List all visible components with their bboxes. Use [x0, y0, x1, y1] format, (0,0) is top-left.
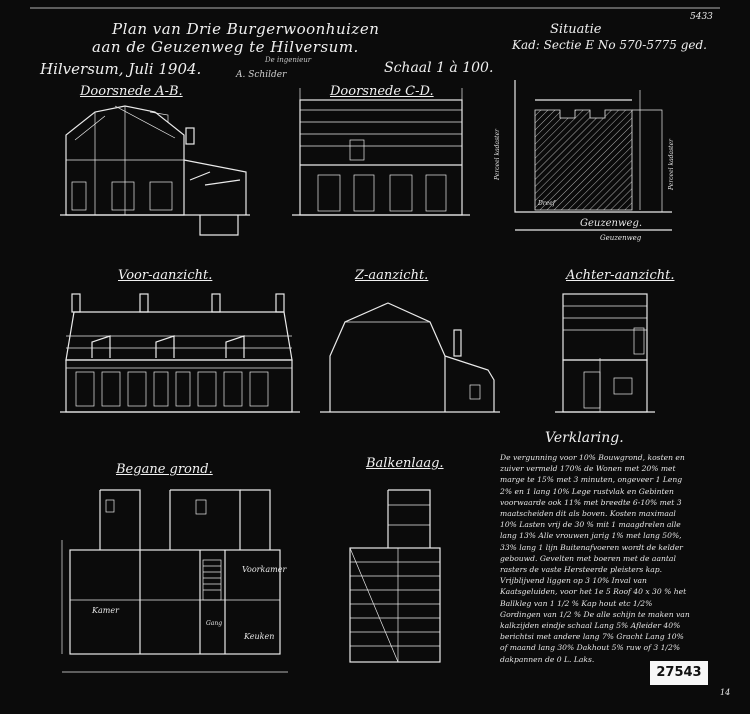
kadaster-left-label: Perceel kadaster — [494, 128, 501, 180]
archive-reference-label: 27543 — [650, 661, 708, 685]
heading-front-elevation: Voor-aanzicht. — [118, 268, 213, 283]
ground-floor-plan-drawing — [61, 489, 288, 673]
heading-ground-floor: Begane grond. — [116, 462, 213, 477]
plan-label-voorkamer: Voorkamer — [242, 565, 287, 574]
section-cd-drawing — [292, 88, 470, 216]
heading-section-ab: Doorsnede A-B. — [80, 84, 183, 99]
front-elevation-drawing — [60, 293, 300, 413]
scale-label: Schaal 1 à 100. — [384, 60, 494, 76]
section-ab-drawing — [60, 105, 250, 236]
situation-subtitle: Kad: Sectie E No 570-5775 ged. — [512, 38, 707, 52]
signature-note: De ingenieur — [265, 56, 312, 64]
rear-elevation-drawing — [555, 293, 655, 413]
heading-rear-elevation: Achter-aanzicht. — [566, 268, 675, 283]
heading-side-elevation: Z-aanzicht. — [355, 268, 429, 283]
heading-beam-layout: Balkenlaag. — [366, 456, 444, 471]
beam-layout-drawing — [349, 489, 441, 663]
corner-note: 5433 — [690, 12, 713, 22]
signature: A. Schilder — [236, 70, 287, 80]
title-line-1: Plan van Drie Burgerwoonhuizen — [112, 20, 380, 38]
place-date: Hilversum, Juli 1904. — [40, 60, 202, 78]
explanation-title: Verklaring. — [545, 430, 624, 446]
explanation-text: De vergunning voor 10% Bouwgrond, kosten… — [500, 453, 690, 664]
side-elevation-drawing — [320, 302, 500, 413]
site-plan-drawing — [514, 80, 672, 231]
road-bottom-note: Geuzenweg — [600, 234, 642, 242]
title-line-2: aan de Geuzenweg te Hilversum. — [92, 38, 359, 56]
kadaster-right-label: Perceel kadaster — [668, 138, 675, 190]
plan-label-kamer: Kamer — [92, 606, 119, 615]
road-note: Dreef — [538, 200, 556, 207]
situation-title: Situatie — [550, 22, 602, 37]
heading-section-cd: Doorsnede C-D. — [330, 84, 434, 99]
plan-label-gang: Gang — [206, 620, 223, 627]
plan-label-keuken: Keuken — [244, 632, 275, 641]
page-mark: 14 — [720, 688, 731, 697]
road-label: Geuzenweg. — [580, 218, 643, 229]
